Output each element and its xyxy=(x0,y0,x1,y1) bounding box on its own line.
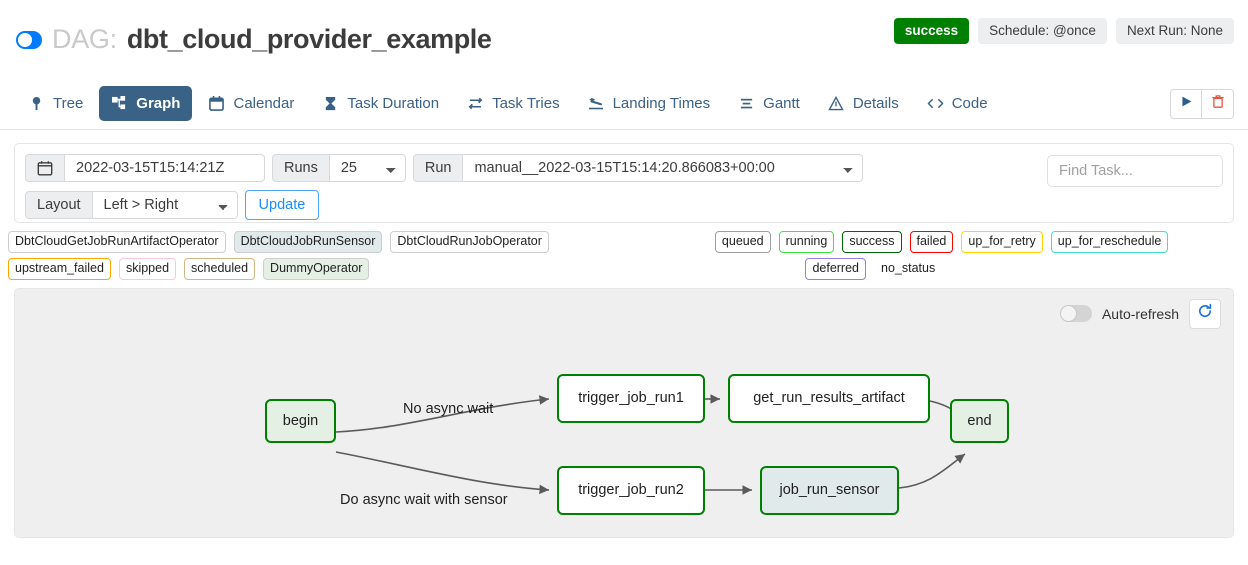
legend-operator-chip[interactable]: DummyOperator xyxy=(263,257,370,280)
page-title: dbt_cloud_provider_example xyxy=(126,24,492,54)
graph-toolbar: Auto-refresh xyxy=(1059,298,1221,329)
graph-legend: DbtCloudGetJobRunArtifactOperator DbtClo… xyxy=(0,231,1248,280)
retry-icon xyxy=(467,95,484,112)
auto-refresh-toggle[interactable] xyxy=(1059,305,1092,323)
tab-calendar[interactable]: Calendar xyxy=(196,86,306,121)
legend-state-success: success xyxy=(842,231,902,253)
hourglass-icon xyxy=(322,95,339,112)
graph-node-trigger-job-run1[interactable]: trigger_job_run1 xyxy=(557,373,705,423)
tab-tree-label: Tree xyxy=(53,95,84,112)
legend-state-running: running xyxy=(778,231,835,253)
calendar-icon[interactable] xyxy=(25,154,65,182)
legend-state-upstream-failed: upstream_failed xyxy=(8,257,111,280)
dag-view-tabs: Tree Graph Calendar Task Duration xyxy=(0,78,1248,130)
runs-label: Runs xyxy=(272,154,330,182)
layout-select[interactable]: Left > Right xyxy=(92,191,238,219)
graph-node-label: begin xyxy=(282,412,319,429)
trigger-dag-button[interactable] xyxy=(1170,89,1202,119)
tab-task-tries[interactable]: Task Tries xyxy=(455,86,572,121)
landing-icon xyxy=(588,95,605,112)
graph-edges xyxy=(335,393,967,495)
graph-node-job-run-sensor[interactable]: job_run_sensor xyxy=(760,465,899,515)
tab-task-duration-label: Task Duration xyxy=(347,95,440,112)
legend-state-up-for-retry: up_for_retry xyxy=(961,231,1043,253)
dag-graph-panel: Auto-refresh begin tri xyxy=(14,287,1234,538)
legend-operator-chip[interactable]: DbtCloudJobRunSensor xyxy=(233,231,383,253)
tab-code-label: Code xyxy=(951,95,988,112)
runs-group: Runs 25 xyxy=(272,154,406,182)
legend-operator-chip[interactable]: DbtCloudGetJobRunArtifactOperator xyxy=(8,231,226,253)
play-icon xyxy=(1180,95,1193,113)
graph-edge-label: No async wait xyxy=(403,400,494,417)
layout-label: Layout xyxy=(25,191,93,219)
status-badge: success xyxy=(893,18,970,44)
run-group: Run manual__2022-03-15T15:14:20.866083+0… xyxy=(412,154,864,182)
filter-row-secondary: Layout Left > Right Update xyxy=(25,190,1223,220)
find-task-input[interactable] xyxy=(1047,155,1223,187)
graph-node-label: get_run_results_artifact xyxy=(753,390,905,407)
graph-edge-label: Do async wait with sensor xyxy=(340,491,508,508)
page-header: DAG: dbt_cloud_provider_example success … xyxy=(0,0,1248,78)
graph-node-label: job_run_sensor xyxy=(779,482,880,499)
dag-prefix-label: DAG: xyxy=(52,24,117,54)
legend-state-skipped: skipped xyxy=(118,257,177,280)
tree-icon xyxy=(28,95,45,112)
header-badges: success Schedule: @once Next Run: None xyxy=(893,18,1234,44)
tab-graph[interactable]: Graph xyxy=(99,86,193,121)
graph-icon xyxy=(111,95,128,112)
graph-node-trigger-job-run2[interactable]: trigger_job_run2 xyxy=(557,465,705,515)
refresh-icon xyxy=(1197,303,1213,324)
legend-state-no-status: no_status xyxy=(881,260,936,275)
update-button[interactable]: Update xyxy=(244,190,320,220)
graph-node-end[interactable]: end xyxy=(950,398,1009,443)
graph-node-begin[interactable]: begin xyxy=(265,398,336,443)
tab-calendar-label: Calendar xyxy=(233,95,295,112)
tab-details-label: Details xyxy=(852,95,899,112)
graph-node-label: trigger_job_run2 xyxy=(578,482,684,499)
gantt-icon xyxy=(738,95,755,112)
dag-run-select[interactable]: manual__2022-03-15T15:14:20.866083+00:00 xyxy=(463,154,864,182)
delete-dag-button[interactable] xyxy=(1202,89,1234,119)
next-run-badge[interactable]: Next Run: None xyxy=(1115,18,1234,44)
calendar-icon xyxy=(208,95,225,112)
tab-gantt[interactable]: Gantt xyxy=(726,86,812,121)
warning-triangle-icon xyxy=(828,95,845,112)
graph-node-label: trigger_job_run1 xyxy=(578,390,684,407)
trash-icon xyxy=(1211,94,1225,114)
graph-node-get-run-results-artifact[interactable]: get_run_results_artifact xyxy=(728,373,930,423)
tab-gantt-label: Gantt xyxy=(763,95,800,112)
layout-group: Layout Left > Right xyxy=(25,191,238,219)
run-label: Run xyxy=(412,154,464,182)
tab-code[interactable]: Code xyxy=(915,86,1000,121)
graph-node-label: end xyxy=(967,412,992,429)
tab-task-tries-label: Task Tries xyxy=(492,95,560,112)
refresh-button[interactable] xyxy=(1189,298,1221,329)
code-brackets-icon xyxy=(927,95,944,112)
dag-pause-toggle[interactable] xyxy=(16,30,42,49)
tab-tree[interactable]: Tree xyxy=(16,86,95,121)
legend-state-failed: failed xyxy=(909,231,954,253)
legend-state-queued: queued xyxy=(714,231,771,253)
legend-state-deferred: deferred xyxy=(805,257,866,280)
tab-task-duration[interactable]: Task Duration xyxy=(310,86,451,121)
legend-state-scheduled: scheduled xyxy=(184,257,256,280)
dag-filter-panel: 2022-03-15T15:14:21Z Runs 25 Run manual_… xyxy=(14,143,1234,223)
dag-title-row: DAG: dbt_cloud_provider_example xyxy=(16,0,1232,55)
base-date-group: 2022-03-15T15:14:21Z xyxy=(25,154,265,182)
dag-action-buttons xyxy=(1170,89,1234,119)
base-date-input[interactable]: 2022-03-15T15:14:21Z xyxy=(65,154,265,182)
legend-state-up-for-reschedule: up_for_reschedule xyxy=(1050,231,1169,253)
tab-graph-label: Graph xyxy=(136,95,181,112)
num-runs-select[interactable]: 25 xyxy=(329,154,406,182)
tab-landing-times[interactable]: Landing Times xyxy=(576,86,723,121)
legend-operator-chip[interactable]: DbtCloudRunJobOperator xyxy=(390,231,549,253)
schedule-badge[interactable]: Schedule: @once xyxy=(978,18,1107,44)
tab-details[interactable]: Details xyxy=(816,86,911,121)
tab-landing-times-label: Landing Times xyxy=(612,95,711,112)
auto-refresh-label: Auto-refresh xyxy=(1101,305,1179,322)
filter-row-primary: 2022-03-15T15:14:21Z Runs 25 Run manual_… xyxy=(25,154,1223,182)
